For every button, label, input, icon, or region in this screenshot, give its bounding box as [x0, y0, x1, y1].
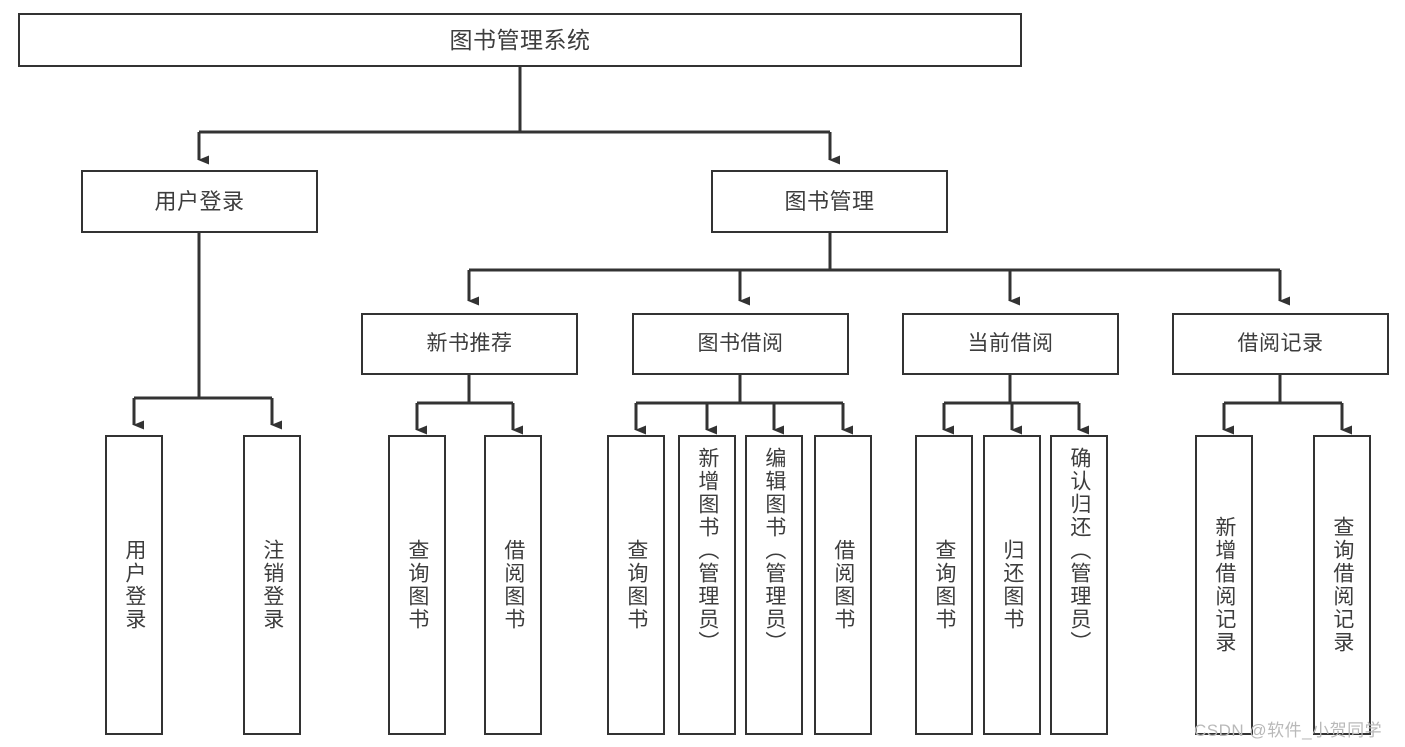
node-label: 借阅记录 [1237, 331, 1324, 355]
node-label: 编辑图书（管理员） [762, 447, 786, 654]
node-root-system[interactable]: 图书管理系统 [18, 13, 1022, 67]
csdn-watermark: CSDN @软件_小贺同学 [1194, 721, 1383, 740]
node-label: 借阅图书 [831, 539, 855, 631]
leaf-borrow-record-query[interactable]: 查询借阅记录 [1313, 435, 1371, 735]
node-label: 归还图书 [1000, 539, 1024, 631]
leaf-new-book-query[interactable]: 查询图书 [388, 435, 446, 735]
node-borrow-record[interactable]: 借阅记录 [1172, 313, 1389, 375]
node-current-borrow[interactable]: 当前借阅 [902, 313, 1119, 375]
leaf-user-login-signout[interactable]: 注销登录 [243, 435, 301, 735]
leaf-current-borrow-query[interactable]: 查询图书 [915, 435, 973, 735]
node-book-borrow[interactable]: 图书借阅 [632, 313, 849, 375]
leaf-new-book-borrow[interactable]: 借阅图书 [484, 435, 542, 735]
leaf-current-borrow-confirm-return[interactable]: 确认归还（管理员） [1050, 435, 1108, 735]
leaf-book-borrow-query[interactable]: 查询图书 [607, 435, 665, 735]
node-label: 图书管理 [784, 188, 875, 214]
node-label: 确认归还（管理员） [1067, 447, 1091, 654]
node-label: 图书借阅 [697, 331, 784, 355]
node-label: 查询图书 [932, 539, 956, 631]
node-label: 当前借阅 [967, 331, 1054, 355]
node-label: 借阅图书 [501, 539, 525, 631]
leaf-book-borrow-borrow[interactable]: 借阅图书 [814, 435, 872, 735]
leaf-borrow-record-add[interactable]: 新增借阅记录 [1195, 435, 1253, 735]
node-label: 用户登录 [154, 188, 245, 214]
node-label: 查询借阅记录 [1330, 516, 1354, 654]
leaf-book-borrow-edit[interactable]: 编辑图书（管理员） [745, 435, 803, 735]
node-label: 新增图书（管理员） [695, 447, 719, 654]
node-user-login[interactable]: 用户登录 [81, 170, 318, 233]
node-new-book-recommend[interactable]: 新书推荐 [361, 313, 578, 375]
node-label: 注销登录 [260, 539, 284, 631]
leaf-user-login-signin[interactable]: 用户登录 [105, 435, 163, 735]
node-label: 新书推荐 [426, 331, 513, 355]
node-label: 查询图书 [405, 539, 429, 631]
leaf-book-borrow-add[interactable]: 新增图书（管理员） [678, 435, 736, 735]
node-label: 查询图书 [624, 539, 648, 631]
node-label: 图书管理系统 [449, 26, 591, 53]
leaf-current-borrow-return[interactable]: 归还图书 [983, 435, 1041, 735]
node-label: 用户登录 [122, 539, 146, 631]
node-label: 新增借阅记录 [1212, 516, 1236, 654]
node-book-management[interactable]: 图书管理 [711, 170, 948, 233]
